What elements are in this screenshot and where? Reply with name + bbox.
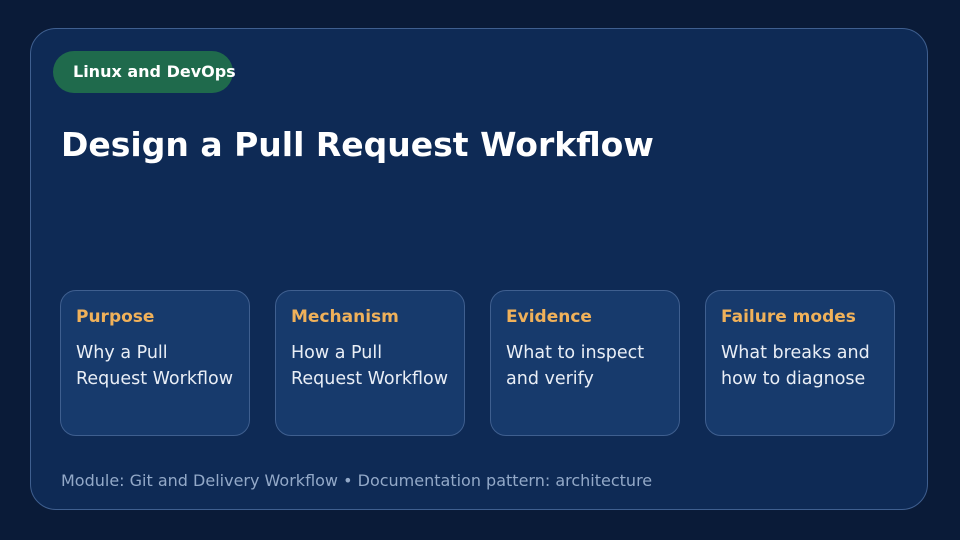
slide-card: Linux and DevOps Design a Pull Request W… [30,28,928,510]
tile-heading: Evidence [506,307,592,327]
tile-heading: Failure modes [721,307,856,327]
topic-tiles: Purpose Why a Pull Request Workflow Mech… [60,290,896,436]
tile-body: What breaks and how to diagnose [721,343,870,389]
tile-body: What to inspect and verify [506,343,645,389]
tile-evidence: Evidence What to inspect and verify [490,290,680,436]
tile-failure-modes: Failure modes What breaks and how to dia… [705,290,895,436]
tile-body: Why a Pull Request Workflow [76,343,234,389]
tile-mechanism: Mechanism How a Pull Request Workflow [275,290,465,436]
tile-purpose: Purpose Why a Pull Request Workflow [60,290,250,436]
tile-heading: Purpose [76,307,155,327]
slide-title: Design a Pull Request Workflow [61,125,654,164]
slide-footer: Module: Git and Delivery Workflow • Docu… [61,471,653,490]
tile-heading: Mechanism [291,307,399,327]
tile-body: How a Pull Request Workflow [291,343,449,389]
category-badge: Linux and DevOps [53,51,236,93]
